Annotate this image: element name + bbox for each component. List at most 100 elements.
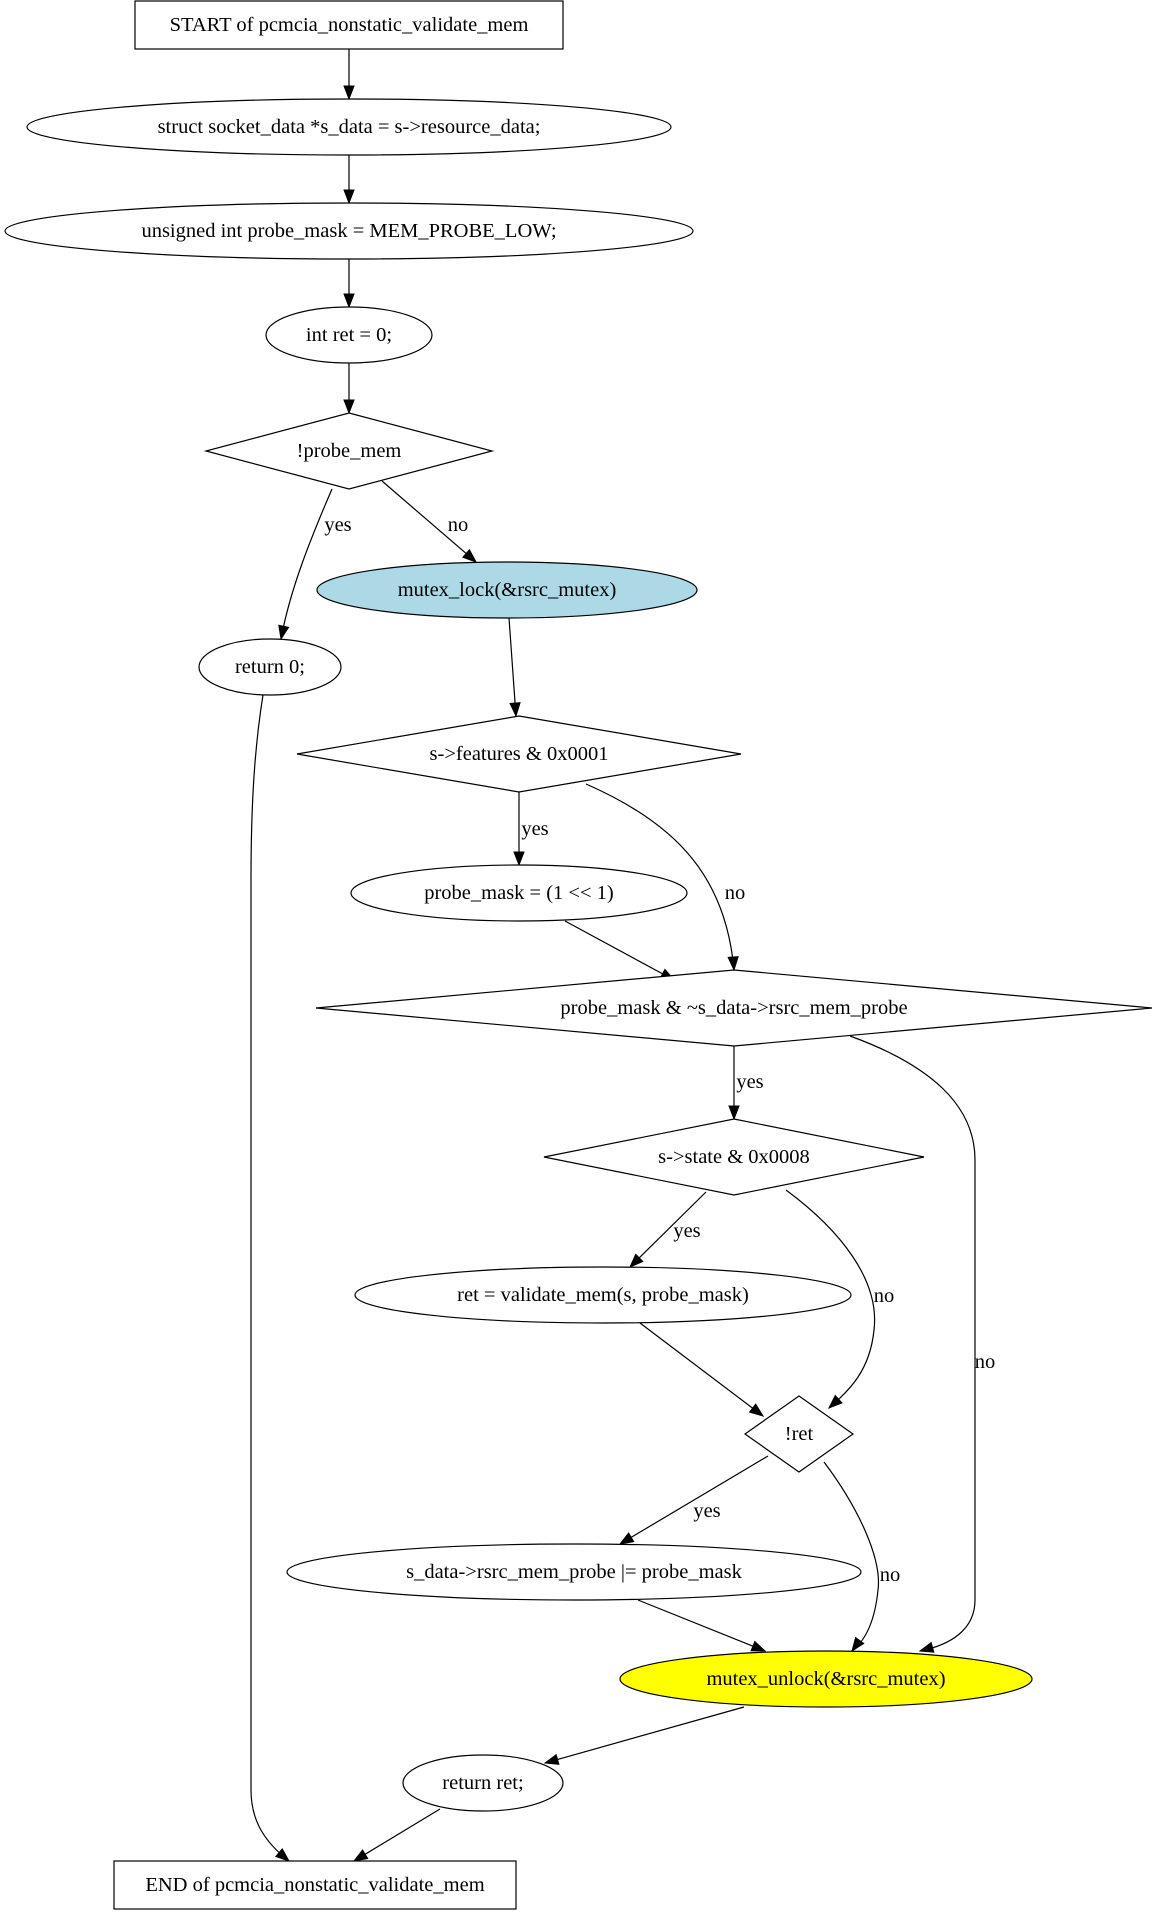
node-label: ret = validate_mem(s, probe_mask): [457, 1284, 749, 1306]
node-label: s->features & 0x0001: [430, 743, 609, 765]
arrowhead: [748, 1403, 765, 1417]
diamond-shape: [203, 412, 495, 490]
arrowhead: [727, 956, 739, 972]
arrowhead: [343, 85, 355, 101]
node-setmask: probe_mask = (1 << 1): [350, 864, 688, 922]
arrowhead: [750, 1640, 767, 1652]
diamond-shape: [296, 715, 742, 793]
edge-probemask-to-retinit: [343, 259, 355, 309]
edge-line: [381, 480, 469, 556]
edge-returnret-to-end: [352, 1808, 441, 1862]
edge-label-yes: yes: [673, 1220, 700, 1242]
diamond-shape: [543, 1118, 925, 1196]
ellipse-shape: [26, 98, 672, 156]
edge-maskcheck-to-unlock: [849, 1035, 976, 1653]
node-end: END of pcmcia_nonstatic_validate_mem: [113, 1860, 517, 1910]
arrowhead: [851, 1636, 865, 1653]
node-label: !probe_mem: [297, 440, 402, 462]
arrowhead: [918, 1641, 935, 1653]
edge-line: [508, 617, 516, 707]
edge-label-yes: yes: [521, 818, 548, 840]
edge-start-to-sdata: [343, 49, 355, 101]
node-return0: return 0;: [198, 638, 342, 696]
ellipse-shape: [619, 1650, 1033, 1708]
node-label: int ret = 0;: [306, 324, 392, 346]
node-maskcheck: probe_mask & ~s_data->rsrc_mem_probe: [315, 969, 1153, 1047]
ellipse-shape: [316, 561, 698, 619]
edge-retinit-to-probemem: [343, 363, 355, 415]
arrowhead: [543, 1753, 560, 1765]
edge-orprobe-to-unlock: [637, 1599, 767, 1652]
ellipse-shape: [265, 306, 433, 364]
ellipse-shape: [350, 864, 688, 922]
arrowhead: [274, 1847, 291, 1862]
arrowhead: [462, 548, 478, 563]
box-shape: [134, 0, 564, 50]
nodes-layer: START of pcmcia_nonstatic_validate_memst…: [4, 0, 1153, 1910]
node-probemask: unsigned int probe_mask = MEM_PROBE_LOW;: [4, 202, 694, 260]
edge-line: [785, 1189, 876, 1409]
edge-label-no: no: [880, 1564, 901, 1586]
edge-setmask-to-maskcheck: [564, 920, 676, 981]
edge-validate-to-notret: [639, 1322, 765, 1417]
node-label: s_data->rsrc_mem_probe |= probe_mask: [406, 1561, 743, 1583]
node-label: probe_mask = (1 << 1): [424, 882, 614, 904]
node-label: return 0;: [235, 656, 305, 678]
node-retinit: int ret = 0;: [265, 306, 433, 364]
node-label: mutex_lock(&rsrc_mutex): [398, 579, 617, 601]
edge-label-yes: yes: [736, 1071, 763, 1093]
edge-line: [280, 488, 333, 640]
node-label: END of pcmcia_nonstatic_validate_mem: [145, 1874, 484, 1896]
edge-features-to-maskcheck: [585, 783, 739, 972]
arrowhead: [629, 1253, 644, 1268]
ellipse-shape: [354, 1266, 852, 1324]
edge-notret-to-unlock: [823, 1461, 880, 1653]
edge-line: [554, 1706, 745, 1761]
edge-label-yes: yes: [324, 514, 351, 536]
arrowhead: [618, 1532, 635, 1545]
diamond-shape: [315, 969, 1153, 1047]
arrowhead: [509, 702, 521, 718]
node-label: probe_mask & ~s_data->rsrc_mem_probe: [560, 997, 907, 1019]
edge-lock-to-features: [508, 617, 521, 718]
node-label: s->state & 0x0008: [658, 1146, 810, 1168]
edge-line: [564, 920, 666, 976]
node-label: mutex_unlock(&rsrc_mutex): [706, 1668, 945, 1690]
edge-label-no: no: [874, 1285, 895, 1307]
edge-line: [250, 694, 290, 1862]
edge-line: [628, 1455, 769, 1540]
arrowhead: [352, 1849, 369, 1862]
arrowhead: [343, 189, 355, 205]
node-label: return ret;: [442, 1772, 523, 1794]
edge-label-no: no: [725, 882, 746, 904]
edge-label-yes: yes: [693, 1500, 720, 1522]
node-features: s->features & 0x0001: [296, 715, 742, 793]
node-unlock: mutex_unlock(&rsrc_mutex): [619, 1650, 1033, 1708]
edge-probemem-to-return0: [278, 488, 333, 641]
edge-line: [636, 1191, 707, 1261]
edge-label-no: no: [448, 514, 469, 536]
edge-state-to-validate: [629, 1191, 707, 1268]
node-notret: !ret: [743, 1395, 855, 1473]
edge-line: [639, 1322, 756, 1411]
node-returnret: return ret;: [402, 1754, 564, 1812]
node-probemem: !probe_mem: [203, 412, 495, 490]
edges-layer: [250, 49, 976, 1862]
edge-sdata-to-probemask: [343, 155, 355, 205]
node-state: s->state & 0x0008: [543, 1118, 925, 1196]
edge-probemem-to-lock: [381, 480, 478, 563]
edge-line: [823, 1461, 880, 1652]
arrowhead: [343, 293, 355, 309]
node-label: unsigned int probe_mask = MEM_PROBE_LOW;: [141, 220, 556, 242]
box-shape: [113, 1860, 517, 1910]
edge-line: [849, 1035, 976, 1652]
edge-line: [585, 783, 735, 971]
arrowhead: [278, 624, 290, 641]
arrowhead: [513, 851, 525, 867]
edge-return0-to-end: [250, 694, 291, 1862]
node-start: START of pcmcia_nonstatic_validate_mem: [134, 0, 564, 50]
arrowhead: [343, 399, 355, 415]
ellipse-shape: [4, 202, 694, 260]
edge-state-to-notret: [785, 1189, 876, 1409]
